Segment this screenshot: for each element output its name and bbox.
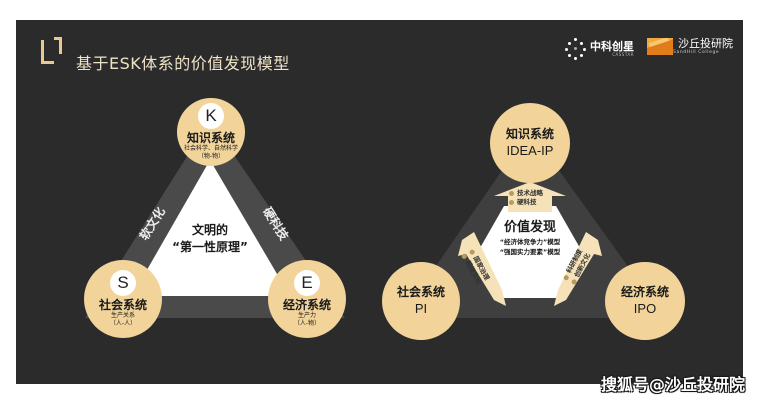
center-line2: “强国实力要素”模型 (499, 248, 561, 256)
top-arrow-text: 技术战略 硬科技 (509, 189, 543, 207)
sandhill-name: 沙丘投研院 (678, 37, 733, 50)
corner-bracket-icon (41, 37, 62, 64)
letter-s-badge: S (110, 270, 136, 296)
left-inner-triangle (132, 160, 290, 296)
node-name: 知识系统 (505, 127, 554, 141)
casstar-name: 中科创星 (590, 40, 634, 53)
node-sub: 生产关系 (110, 312, 135, 319)
right-inner-hexagon (472, 206, 588, 298)
node-code: PI (414, 301, 428, 316)
node-name: 社会系统 (396, 285, 445, 299)
right-center-text: 价值发现 “经济体竞争力”模型 “强国实力要素”模型 (480, 219, 580, 257)
sandhill-logo: 沙丘投研院 SandHill College (647, 38, 733, 55)
node-name: 经济系统 (282, 298, 331, 312)
slide-title: 基于ESK体系的价值发现模型 (76, 54, 290, 73)
top-arrow (494, 182, 566, 212)
casstar-logo: 中科创星 CASSTAR (565, 38, 634, 60)
node-sub2: （人-人） (109, 320, 137, 327)
node-code: IDEA-IP (506, 143, 554, 158)
dot-cluster-icon (565, 38, 587, 60)
node-knowledge-system: K 知识系统 社会科学、自然科学 （物-物） (177, 98, 245, 166)
bullet-dot-icon (469, 248, 476, 256)
bullet-dot-icon (461, 252, 469, 260)
letter-e-badge: E (294, 270, 320, 296)
node-economic-ipo: 经济系统 IPO (605, 262, 685, 340)
node-sub2: （物-物） (197, 153, 225, 160)
node-social-system: S 社会系统 生产关系 （人-人） (84, 260, 162, 338)
watermark: 搜狐号@沙丘投研院 (601, 375, 746, 394)
sandhill-sub: SandHill College (673, 50, 720, 55)
center-line2: “第一性原理” (172, 240, 248, 254)
left-center-text: 文明的 “第一性原理” (160, 222, 260, 256)
node-social-pi: 社会系统 PI (382, 262, 460, 340)
node-sub: 生产力 (297, 312, 316, 319)
node-name: 知识系统 (186, 131, 235, 145)
node-sub2: （人-物） (293, 320, 321, 327)
center-line1: 文明的 (191, 223, 228, 237)
center-title: 价值发现 (503, 220, 556, 235)
node-sub: 社会科学、自然科学 (183, 145, 238, 152)
node-name: 经济系统 (620, 285, 669, 299)
bullet-dot-icon (509, 199, 514, 205)
node-knowledge-idea-ip: 知识系统 IDEA-IP (490, 103, 570, 183)
arrow-item: 技术战略 (517, 189, 543, 197)
bullet-dot-icon (509, 190, 514, 196)
orange-mountain-icon (647, 38, 673, 55)
node-name: 社会系统 (98, 298, 147, 312)
arrow-item: 硬科技 (517, 198, 537, 206)
center-line1: “经济体竞争力”模型 (499, 238, 561, 246)
node-economic-system: E 经济系统 生产力 （人-物） (268, 260, 346, 338)
casstar-sub: CASSTAR (612, 52, 634, 57)
letter-k-badge: K (198, 103, 224, 129)
node-code: IPO (633, 301, 657, 316)
right-arrow (554, 232, 602, 306)
